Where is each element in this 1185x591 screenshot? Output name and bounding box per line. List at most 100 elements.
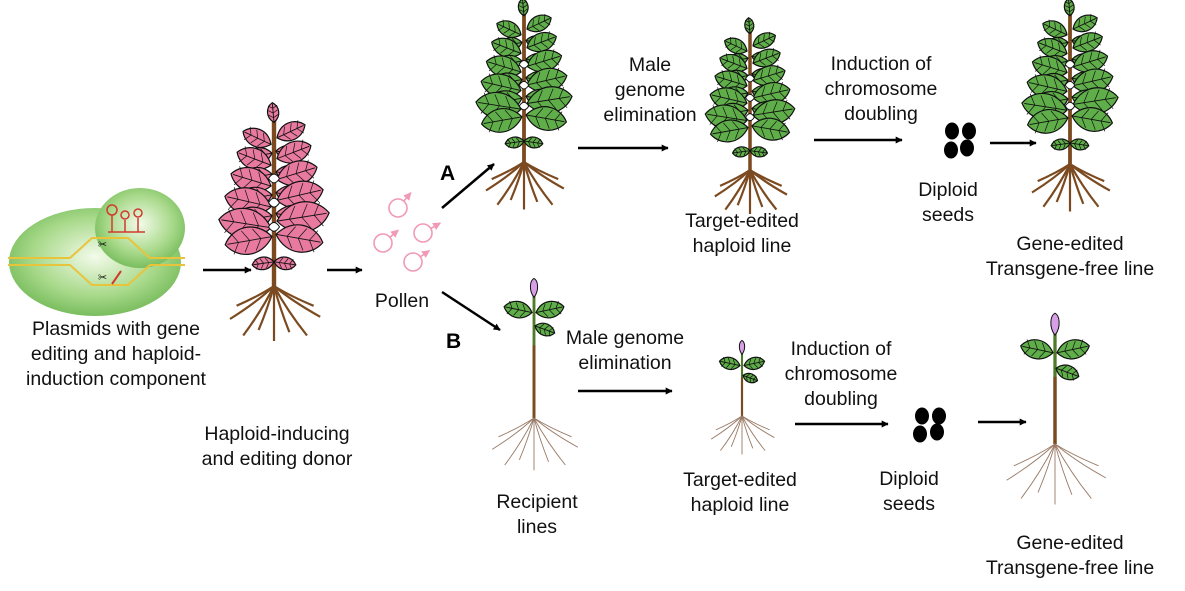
flower-bud: [745, 74, 755, 83]
leaf: [275, 224, 324, 253]
leaf: [503, 300, 533, 319]
leaf: [485, 54, 522, 78]
haploid-plant-a: [704, 17, 796, 214]
root: [730, 415, 743, 447]
root: [1054, 443, 1107, 479]
root: [1054, 443, 1092, 499]
leaf: [535, 300, 565, 319]
leaf: [749, 146, 769, 158]
leaf: [266, 101, 280, 124]
final-plant-b: [1006, 312, 1107, 505]
leaf: [1037, 37, 1068, 58]
leaf: [1072, 31, 1103, 53]
leaf: [714, 70, 748, 92]
leaf: [276, 139, 312, 164]
root: [1069, 163, 1105, 183]
arrow-pollen-to-b: [441, 290, 501, 332]
root: [749, 169, 783, 187]
leaf: [1055, 364, 1080, 381]
flower: [1050, 312, 1060, 337]
leaf: [526, 49, 563, 73]
root: [498, 417, 535, 438]
pollen-grains: [373, 192, 442, 272]
flower-bud: [1064, 80, 1076, 90]
leaf: [1020, 339, 1054, 360]
root: [1069, 163, 1100, 208]
diploid-seeds-a: [944, 122, 976, 159]
plasmid-cell: ✂ ✂: [8, 188, 185, 316]
leaf: [1031, 55, 1068, 79]
root: [491, 417, 535, 450]
diploid-seeds-b: [913, 407, 946, 443]
haploid-plant-b: [710, 339, 775, 455]
root: [1037, 163, 1071, 183]
root: [1037, 443, 1056, 493]
leaf: [731, 146, 751, 158]
leaf: [523, 136, 544, 149]
flower-bud: [268, 197, 281, 208]
leaf: [724, 37, 748, 55]
leaf: [742, 372, 759, 384]
recipient-plant-a: [475, 0, 573, 210]
root: [533, 417, 572, 438]
path-a-letter: A: [440, 162, 456, 185]
leaf: [752, 47, 781, 68]
recipient-label: Recipient lines: [496, 491, 578, 538]
final-plant-a: [1021, 0, 1119, 212]
b-induction-label: Induction of chromosome doubling: [784, 338, 898, 410]
a-elimination-label: Male genome elimination: [603, 54, 697, 126]
root: [533, 417, 579, 448]
a-haploid-label: Target-edited haploid line: [685, 210, 799, 257]
root: [741, 415, 754, 449]
leaf: [752, 64, 786, 87]
root: [720, 415, 743, 451]
leaf: [1071, 107, 1114, 132]
leaf: [273, 256, 297, 271]
donor-label: Haploid-inducing and editing donor: [201, 423, 353, 470]
root: [1013, 443, 1056, 467]
leaf: [1063, 0, 1075, 17]
root: [533, 417, 566, 466]
leaf: [744, 17, 755, 35]
leaf: [1056, 339, 1090, 360]
leaf: [480, 107, 523, 133]
pollen-icon: [373, 229, 399, 253]
root: [273, 285, 308, 337]
flower-bud: [1064, 101, 1076, 111]
root: [533, 417, 550, 463]
red-cut-mark: [111, 270, 122, 285]
leaf: [1050, 138, 1071, 151]
flower-bud: [518, 59, 530, 69]
b-final-label: Gene-edited Transgene-free line: [985, 532, 1155, 579]
leaf: [709, 119, 749, 143]
root: [1020, 443, 1056, 499]
pollen-label: Pollen: [374, 290, 430, 312]
arrow-pollen-to-a: [441, 163, 495, 209]
leaf: [1072, 49, 1109, 73]
flower: [738, 339, 746, 356]
leaf: [718, 356, 741, 371]
root: [518, 417, 535, 460]
root: [749, 169, 778, 211]
leaf: [752, 31, 776, 49]
root: [741, 415, 770, 431]
process-arrows: [203, 136, 1037, 428]
pollen-icon: [388, 192, 412, 218]
leaf: [1069, 138, 1090, 151]
pollen-icon: [413, 222, 442, 243]
flower-bud: [1064, 59, 1076, 69]
flower-bud: [745, 113, 755, 122]
a-induction-label: Induction of chromosome doubling: [824, 53, 938, 125]
scissors-icon: ✂: [98, 272, 107, 284]
leaf: [1026, 108, 1069, 134]
leaf: [1072, 13, 1098, 33]
flower-bud: [518, 80, 530, 90]
pollen-icon: [403, 249, 431, 272]
flower-bud: [518, 101, 530, 111]
flower-bud: [268, 222, 281, 232]
b-elimination-label: Male genome elimination: [565, 327, 685, 374]
recipient-plant-b: [491, 277, 579, 471]
root: [741, 415, 766, 451]
leaf: [526, 13, 552, 33]
